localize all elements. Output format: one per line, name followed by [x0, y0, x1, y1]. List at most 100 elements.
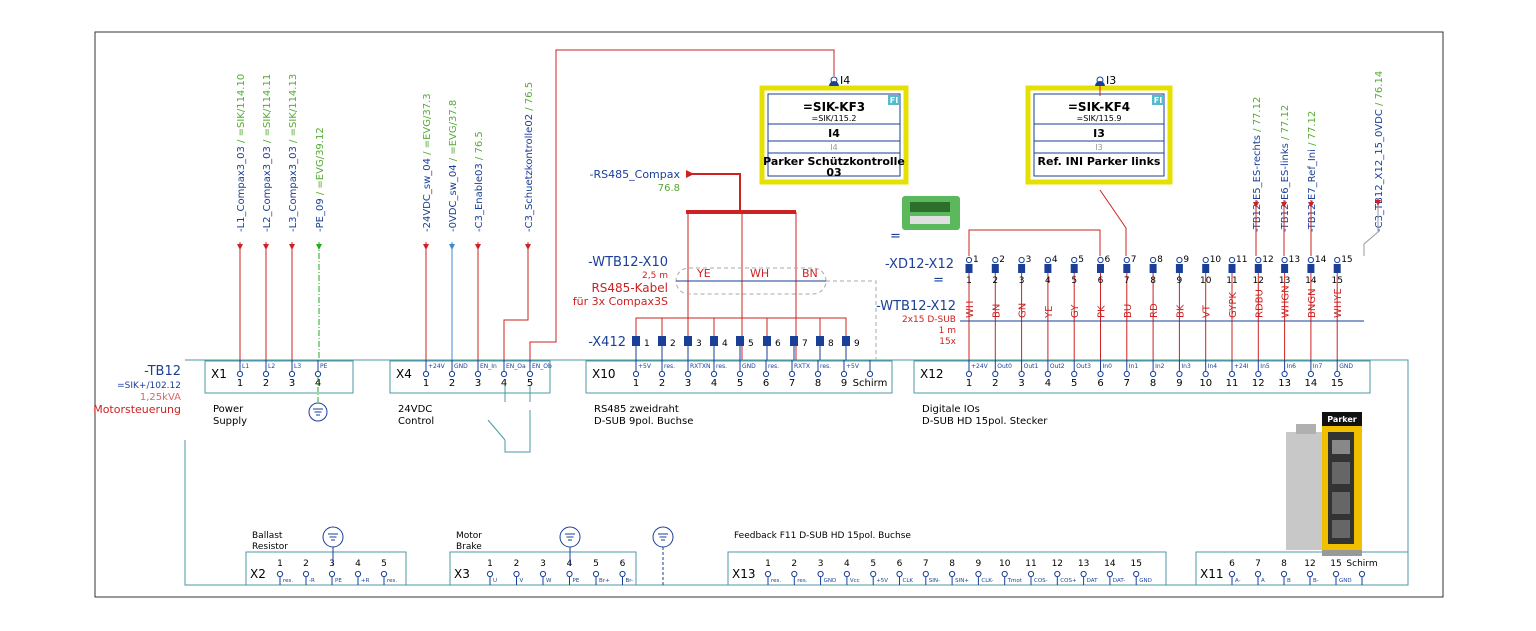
terminal-pin — [1228, 370, 1236, 378]
terminal-pin — [684, 370, 692, 378]
terminal-number: 1 — [237, 378, 243, 389]
terminal-number: 8 — [949, 559, 955, 569]
terminal-number: 2 — [263, 378, 269, 389]
signal-label: -24VDC_sw_04 / =EVG/37.3 — [422, 93, 433, 232]
terminal-number: 8 — [815, 378, 821, 389]
terminal-pin — [619, 570, 626, 578]
terminal-label: GND — [824, 578, 837, 584]
cable-core-label: WH — [965, 301, 976, 318]
cable-core-label: BN — [991, 304, 1002, 318]
cable-x12-count: 15x — [939, 337, 956, 347]
plug-number-lower: 8 — [1150, 276, 1156, 286]
plug-number-lower: 14 — [1305, 276, 1317, 286]
signal-label: -TB12-E5_ES-rechts / 77.12 — [1252, 97, 1263, 232]
terminal-pin — [1018, 370, 1025, 378]
fi-addr2: I4 — [830, 143, 837, 152]
plug-number: 12 — [1262, 255, 1273, 265]
terminal-number: 1 — [966, 378, 972, 389]
signal-name: -C3_TB12_X12_15_0VDC — [1374, 109, 1385, 232]
plug-number: 8 — [828, 339, 834, 349]
terminal-pin — [1255, 370, 1262, 378]
plug-number: 14 — [1315, 255, 1327, 265]
terminal-pin — [1133, 570, 1140, 578]
connector-box — [913, 360, 1371, 394]
terminal-pin — [843, 570, 851, 578]
plug-pin — [991, 264, 999, 273]
connector-box — [204, 360, 354, 394]
fi-desc-1: Parker Schützkontrolle — [763, 155, 905, 168]
signal-name: -C3_Enable03 — [474, 163, 485, 232]
terminal-pin — [1254, 570, 1262, 578]
terminal-pin — [448, 370, 456, 378]
signal-name: -0VDC_sw_04 — [448, 164, 459, 232]
terminal-number: 5 — [381, 559, 387, 569]
plug-number: 1 — [644, 339, 650, 349]
terminal-pin — [736, 370, 744, 378]
terminal-adapter-module: = — [890, 196, 960, 244]
signal-label: -TB12-E6_ES-links / 77.12 — [1280, 105, 1291, 232]
terminal-label: GND — [1139, 578, 1152, 584]
terminal-pin — [840, 370, 848, 378]
connector-id: X10 — [592, 367, 616, 381]
plug-pin — [816, 336, 824, 346]
terminal-pin — [262, 370, 270, 378]
signal-name: -L2_Compax3_03 — [262, 146, 273, 232]
device-power: 1,25kVA — [140, 392, 181, 403]
terminal-number: 2 — [791, 559, 797, 569]
terminal-pin — [764, 570, 772, 578]
terminal-label: res. — [820, 363, 831, 370]
terminal-pin — [513, 570, 520, 578]
cable-x10-shield-wire — [826, 280, 877, 360]
terminal-label: In2 — [1155, 363, 1165, 370]
plug-number-lower: 9 — [1177, 276, 1183, 286]
wire-arrow — [1253, 202, 1259, 208]
enable-switch-contact — [487, 386, 531, 453]
cable-core-label: RDBU — [1254, 289, 1265, 318]
fi-badge-text: FI — [890, 96, 898, 105]
signal-ref: / 76.5 — [524, 82, 535, 114]
terminal-pin — [1281, 370, 1288, 378]
terminal-label: COS+ — [1060, 578, 1077, 584]
terminal-number: 4 — [711, 378, 717, 389]
terminal-pin — [592, 570, 600, 578]
terminal-number: 15 — [1331, 378, 1344, 389]
terminal-number: 12 — [1304, 559, 1315, 569]
signal-name: -24VDC_sw_04 — [422, 158, 433, 232]
terminal-pin — [1228, 256, 1236, 264]
terminal-pin — [896, 570, 903, 578]
plug-number: 3 — [1026, 255, 1032, 265]
terminal-label: A — [1261, 578, 1265, 584]
terminal-label: In0 — [1103, 363, 1113, 370]
terminal-label: res. — [387, 578, 397, 584]
plug-pin — [1281, 264, 1289, 273]
plug-number-lower: 2 — [992, 276, 998, 286]
terminal-number: 4 — [501, 378, 507, 389]
rs485-ref: 76.8 — [658, 183, 680, 194]
signal-ref: / 77.12 — [1252, 97, 1263, 135]
plug-number: 1 — [973, 255, 979, 265]
plug-pin — [1228, 264, 1236, 273]
terminal-number: 3 — [329, 559, 335, 569]
terminal-number: 9 — [1176, 378, 1182, 389]
terminal-pin — [965, 370, 973, 378]
terminal-pin — [975, 570, 982, 578]
terminal-pin — [632, 370, 640, 378]
cable-x12-length: 1 m — [939, 326, 956, 336]
connector-box — [585, 360, 893, 394]
connector-title: Resistor — [252, 542, 288, 552]
terminal-number: 6 — [897, 559, 903, 569]
fi-port-i4: I4 — [829, 74, 850, 87]
terminal-label: PE — [320, 363, 328, 370]
terminal-label: GND — [454, 363, 468, 370]
terminal-number: 8 — [1281, 559, 1287, 569]
plug-number: 5 — [748, 339, 754, 349]
cable-core-label: BK — [1175, 304, 1186, 318]
plug-number: 11 — [1236, 255, 1247, 265]
terminal-number: 14 — [1305, 378, 1318, 389]
signal-ref: / 76.5 — [474, 131, 485, 163]
terminal-pin — [949, 570, 956, 578]
device-function: Motorsteuerung — [93, 403, 181, 416]
terminal-pin — [870, 570, 877, 578]
terminal-number: 3 — [1018, 378, 1024, 389]
